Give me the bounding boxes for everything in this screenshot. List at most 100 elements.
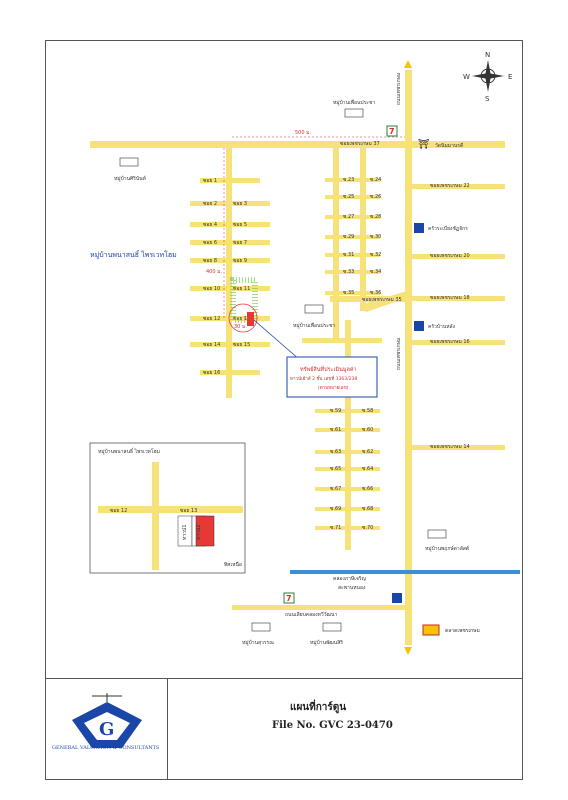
low-soi-label: ซ.64	[362, 466, 373, 472]
left-soi-label: ซอย 8	[203, 258, 217, 264]
left-soi-label: ซอย 2	[203, 201, 217, 207]
village-bottom-1: หมู่บ้านสุวรรณ	[242, 622, 274, 646]
left-soi-label: ซอย 15	[233, 342, 250, 348]
left-soi-label: ซอย 1	[203, 178, 217, 184]
left-soi-road	[200, 370, 260, 375]
road-bottom	[232, 605, 412, 610]
left-soi-label: ซอย 3	[233, 201, 247, 207]
subject-circle	[228, 303, 258, 333]
temple-poi: ⛩ วัดนิมมานรดี	[418, 139, 463, 150]
mid-soi-label: ซ.29	[343, 234, 354, 240]
low-soi-label: ซ.62	[362, 449, 373, 455]
soi-35-label: ซอยเพชรเกษม 35	[362, 297, 402, 303]
right-soi-label: ซอยเพชรเกษม 22	[430, 183, 470, 189]
mid-soi-label: ซ.35	[343, 290, 354, 296]
low-soi-label: ซ.61	[330, 427, 341, 433]
mid-soi-road	[325, 195, 380, 199]
seven-eleven-icon: 7 7	[283, 125, 402, 604]
mid-soi-road	[325, 215, 380, 219]
callout-leader	[253, 319, 301, 361]
left-soi-road	[190, 240, 270, 245]
right-soi-label: ซอยเพชรเกษม 16	[430, 339, 470, 345]
callout-box	[286, 356, 378, 398]
dist-400: 400 ม.	[206, 269, 222, 275]
svg-text:7: 7	[286, 594, 292, 603]
low-soi-road	[315, 526, 380, 530]
compass-rose-icon: N S W E	[463, 51, 512, 103]
svg-text:หมู่บ้านเพื่อนประชา: หมู่บ้านเพื่อนประชา	[293, 322, 335, 329]
left-soi-label: ซอย 10	[203, 286, 220, 292]
mid-soi-label: ซ.34	[370, 269, 381, 275]
project-name: หมู่บ้านพนาสนธิ์ ไพรเวทโฮม	[90, 249, 177, 259]
svg-text:G: G	[99, 719, 114, 740]
road-right-14	[410, 445, 505, 450]
callout-line1: ทรัพย์สินที่ประเมินมูลค่า	[300, 365, 357, 373]
village-bottom-right: หมู่บ้านพฤกษ์ดาลัสต์	[425, 529, 469, 552]
bridge-label: สะพานหนอง	[338, 585, 366, 591]
mid-soi-road	[325, 270, 380, 274]
low-soi-road	[315, 507, 380, 511]
compass-e: E	[508, 73, 512, 81]
company-logo-icon: G	[72, 693, 142, 748]
left-soi-label: ซอย 9	[233, 258, 247, 264]
mid-soi-road	[325, 235, 380, 239]
road-right-16	[410, 340, 505, 345]
mid-soi-road	[325, 253, 380, 257]
compass-n: N	[485, 51, 490, 59]
mid-soi-label: ซ.28	[370, 214, 381, 220]
company-name: GENERAL VALUATION & CONSULTANTS	[52, 745, 160, 751]
svg-text:หมู่บ้านสุวรรณ: หมู่บ้านสุวรรณ	[242, 639, 274, 646]
low-soi-label: ซ.65	[330, 466, 341, 472]
restaurant-icon-1: ครัวระเบียงชัฏจักร	[414, 223, 468, 233]
low-soi-road	[315, 487, 380, 491]
svg-text:หมู่บ้านพนาสนธิ์ ไพรเวทโฮม: หมู่บ้านพนาสนธิ์ ไพรเวทโฮม	[98, 447, 160, 455]
mid-soi-label: ซ.32	[370, 252, 381, 258]
low-soi-road	[315, 467, 380, 471]
svg-text:ครัวบ้านหลัง: ครัวบ้านหลัง	[428, 323, 456, 330]
mid-soi-road	[325, 291, 380, 295]
svg-text:7: 7	[389, 127, 395, 136]
low-soi-road	[315, 450, 380, 454]
low-soi-label: ซ.68	[362, 506, 373, 512]
mid-soi-label: ซ.27	[343, 214, 354, 220]
mid-soi-label: ซ.36	[370, 290, 381, 296]
mid-soi-label: ซ.26	[370, 194, 381, 200]
callout-line2: ทาวน์เฮ้าส์ 2 ชั้น เลขที่ 1363/238	[290, 375, 357, 382]
low-soi-road	[315, 409, 380, 413]
road-soi-37	[90, 141, 505, 148]
dist-30: 30 ม.	[234, 324, 247, 330]
road-mid-vertical-2	[360, 141, 366, 311]
low-soi-label: ซ.63	[330, 449, 341, 455]
mid-soi-label: ซ.30	[370, 234, 381, 240]
svg-text:ตลาดเพชรเกษม: ตลาดเพชรเกษม	[445, 628, 480, 634]
left-soi-label: ซอย 6	[203, 240, 217, 246]
restaurant-icon-2: ครัวบ้านหลัง	[414, 321, 456, 331]
road-right-18	[410, 296, 505, 301]
road-right-22	[410, 184, 505, 189]
low-soi-label: ซ.70	[362, 525, 373, 531]
compass-w: W	[463, 73, 470, 81]
subject-marker-icon	[247, 312, 254, 326]
village-bottom-2: หมู่บ้านพัฒนสิริ	[310, 622, 343, 646]
inset-map: หมู่บ้านพนาสนธิ์ ไพรเวทโฮม ซอย 12 ซอย 13…	[89, 442, 246, 574]
soi-37-label: ซอยเพชรเกษม 37	[340, 141, 380, 147]
left-soi-label: ซอย 4	[203, 222, 217, 228]
footer-panel	[45, 678, 523, 780]
left-soi-road	[200, 178, 260, 183]
mid-soi-label: ซ.23	[343, 177, 354, 183]
arrow-down-icon	[404, 647, 412, 655]
canal-label: คลองภาษีเจริญ	[333, 575, 366, 582]
left-soi-label: ซอย 11	[233, 286, 250, 292]
highway-label-2: ถนนเพชรเกษม	[396, 338, 402, 370]
road-soi-35	[330, 296, 410, 302]
svg-text:หมู่บ้านพัฒนสิริ: หมู่บ้านพัฒนสิริ	[310, 639, 343, 646]
svg-text:ซอย 13: ซอย 13	[180, 508, 197, 514]
mid-soi-label: ซ.33	[343, 269, 354, 275]
left-soi-label: ซอย 16	[203, 370, 220, 376]
right-soi-label: ซอยเพชรเกษม 18	[430, 295, 470, 301]
road-lower-cross	[302, 338, 382, 343]
svg-text:⛩: ⛩	[418, 139, 429, 150]
